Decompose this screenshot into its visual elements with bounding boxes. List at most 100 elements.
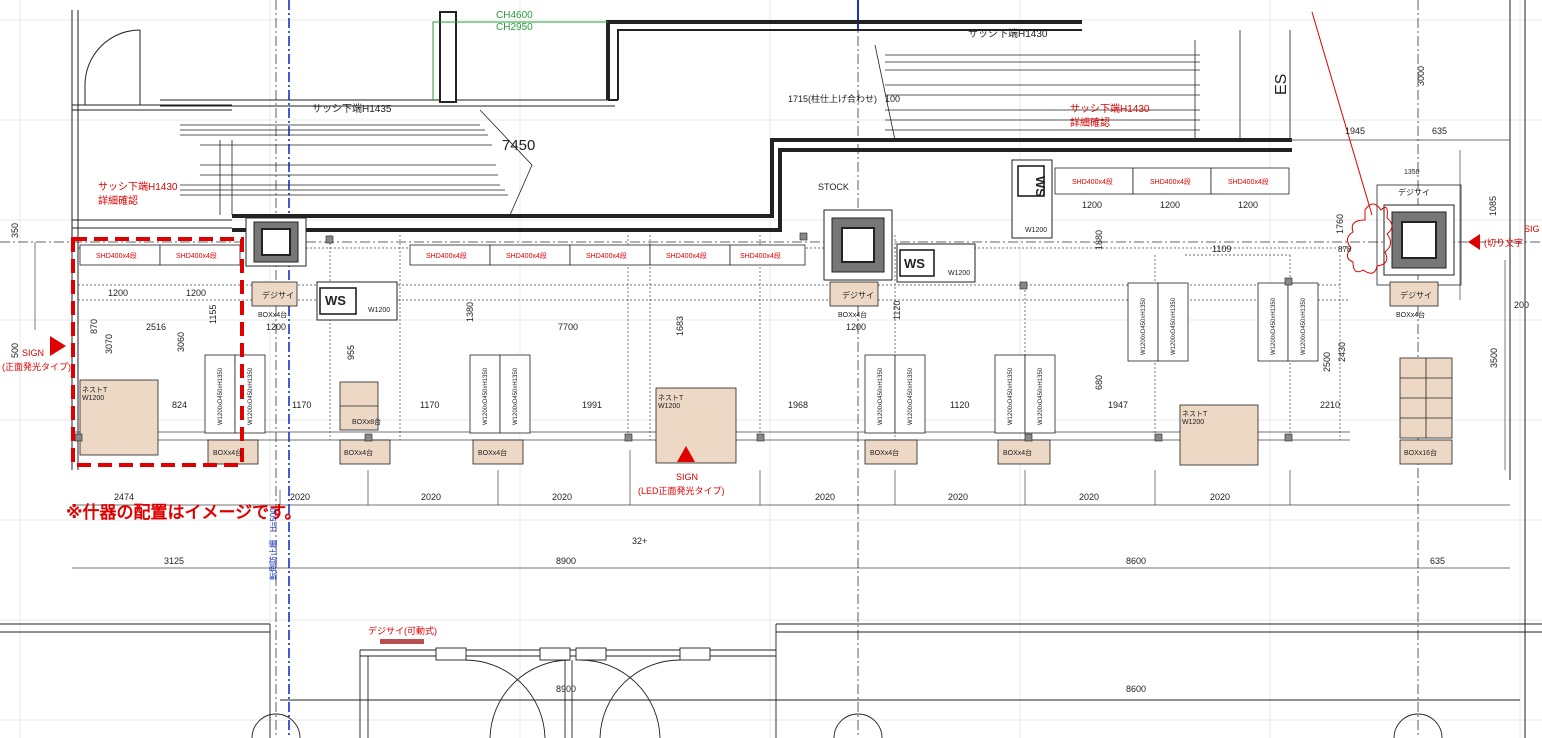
label-sign-right-sub: (切り文字: [1484, 237, 1523, 248]
label-box-h: BOXx4台: [870, 448, 899, 457]
dim-1120-v: 1120: [892, 301, 902, 320]
label-sash-red-right: サッシ下端H1430: [1070, 102, 1150, 115]
label-sign-center-sub: (LED正面発光タイプ): [638, 485, 725, 496]
dim-878: 878: [1338, 245, 1352, 254]
wall-lines: [71, 0, 1526, 738]
label-dejisai-3: デジサイ: [1400, 290, 1432, 300]
label-ws-2-w: W1200: [948, 270, 970, 277]
label-dejisai-2: デジサイ: [842, 290, 874, 300]
dim-635-b: 635: [1430, 556, 1445, 566]
exterior-wall: [232, 11, 1292, 232]
label-nest-1-w: W1200: [82, 395, 104, 402]
dim-2020-5: 2020: [948, 492, 968, 502]
label-shd-8: SHD400x4段: [1072, 177, 1113, 186]
label-box-d: BOXx4台: [213, 448, 242, 457]
label-dejisai-4: デジサイ: [1398, 187, 1430, 197]
label-box-j: BOXx16台: [1404, 448, 1437, 457]
label-shd-9: SHD400x4段: [1150, 177, 1191, 186]
dim-1947: 1947: [1108, 400, 1128, 410]
label-rack-5: W1200xD450xH1350: [878, 367, 884, 425]
label-rack-4: W1200xD450xH1350: [513, 367, 519, 425]
label-detail-left: 詳細確認: [98, 194, 138, 207]
dim-2516: 2516: [146, 322, 166, 332]
dim-1945: 1945: [1345, 126, 1365, 136]
dim-824: 824: [172, 400, 187, 410]
label-7450: 7450: [502, 137, 535, 154]
dim-1200-f: 1200: [1160, 200, 1180, 210]
dim-8900: 8900: [556, 556, 576, 566]
text-labels: CH4600 CH2950 サッシ下端H1430 サッシ下端H1435 7450…: [2, 10, 1540, 694]
label-box-g: BOXx4台: [478, 448, 507, 457]
ceiling-line: [432, 21, 608, 100]
label-rack-6: W1200xD450xH1350: [908, 367, 914, 425]
label-ws-1-w: W1200: [1025, 227, 1047, 234]
mobile-display-mark: [380, 639, 424, 644]
dim-1109: 1109: [1212, 244, 1231, 254]
label-box-e: BOXx8台: [352, 417, 381, 426]
column-3: [1383, 204, 1455, 276]
label-nest-2-w: W1200: [658, 403, 680, 410]
label-rack-12: W1200xD450xH1350: [1301, 297, 1307, 355]
label-shd-5: SHD400x4段: [586, 251, 627, 260]
sign-marker-right: [1468, 234, 1480, 250]
label-dejisai-mobile: デジサイ(可動式): [368, 625, 437, 636]
dim-635: 635: [1432, 126, 1447, 136]
label-blue-vertical: 転倒防止柵 H=500: [268, 508, 278, 580]
nest-tables: [79, 357, 1453, 466]
label-box-b: BOXx4台: [838, 310, 867, 319]
dim-955: 955: [346, 345, 356, 360]
label-dejisai-1: デジサイ: [262, 290, 294, 300]
dim-1200-b: 1200: [186, 288, 206, 298]
leader-line: [1311, 11, 1373, 216]
label-rack-1: W1200xD450xH1350: [218, 367, 224, 425]
label-sign-left-sub: (正面発光タイプ): [2, 361, 71, 372]
label-ws-3-w: W1200: [368, 307, 390, 314]
label-nest-3-w: W1200: [1182, 419, 1204, 426]
label-shd-1: SHD400x4段: [96, 251, 137, 260]
dim-1350: 1350: [1404, 169, 1420, 176]
dim-2020-3: 2020: [552, 492, 572, 502]
dim-2020-2: 2020: [421, 492, 441, 502]
dim-1120: 1120: [950, 400, 969, 410]
dim-1200-c: 1200: [266, 322, 286, 332]
sign-marker-left: [50, 336, 66, 356]
highlight-region: [71, 237, 244, 467]
dim-200: 200: [1514, 300, 1529, 310]
column-1: [245, 217, 307, 267]
label-ws-1: WS: [1033, 176, 1048, 197]
label-ch2950: CH2950: [496, 22, 533, 33]
label-rack-11: W1200xD450xH1350: [1271, 297, 1277, 355]
dim-32: 32+: [632, 536, 647, 546]
label-shd-4: SHD400x4段: [506, 251, 547, 260]
label-detail-right: 詳細確認: [1070, 116, 1110, 129]
dim-1200-g: 1200: [1238, 200, 1258, 210]
label-100: 100: [885, 94, 900, 104]
dim-2020-4: 2020: [815, 492, 835, 502]
dim-1200-d: 1200: [846, 322, 866, 332]
dim-8900-b: 8900: [556, 684, 576, 694]
dim-7700: 7700: [558, 322, 578, 332]
label-shd-7: SHD400x4段: [740, 251, 781, 260]
label-box-c: BOXx4台: [1396, 310, 1425, 319]
dim-1683: 1683: [675, 316, 685, 336]
label-sign-center: SIGN: [676, 472, 698, 482]
label-box-i: BOXx4台: [1003, 448, 1032, 457]
box-units: [207, 281, 1453, 465]
label-1715: 1715(柱仕上げ合わせ): [788, 93, 877, 104]
revision-cloud: [1347, 203, 1393, 274]
dim-3060: 3060: [176, 332, 186, 352]
label-box-a: BOXx4台: [258, 310, 287, 319]
dim-500: 500: [10, 343, 20, 358]
dim-8600: 8600: [1126, 556, 1146, 566]
dim-350: 350: [10, 223, 20, 238]
lower-floor: [0, 623, 1542, 738]
dim-1880: 1880: [1094, 230, 1104, 250]
stairs-left: [180, 109, 533, 216]
dim-1968: 1968: [788, 400, 808, 410]
label-rack-9: W1200xD450xH1350: [1141, 297, 1147, 355]
dim-2020-7: 2020: [1210, 492, 1230, 502]
label-shd-6: SHD400x4段: [666, 251, 707, 260]
label-sash-red-left: サッシ下端H1430: [98, 180, 178, 193]
racks: [204, 282, 1319, 434]
